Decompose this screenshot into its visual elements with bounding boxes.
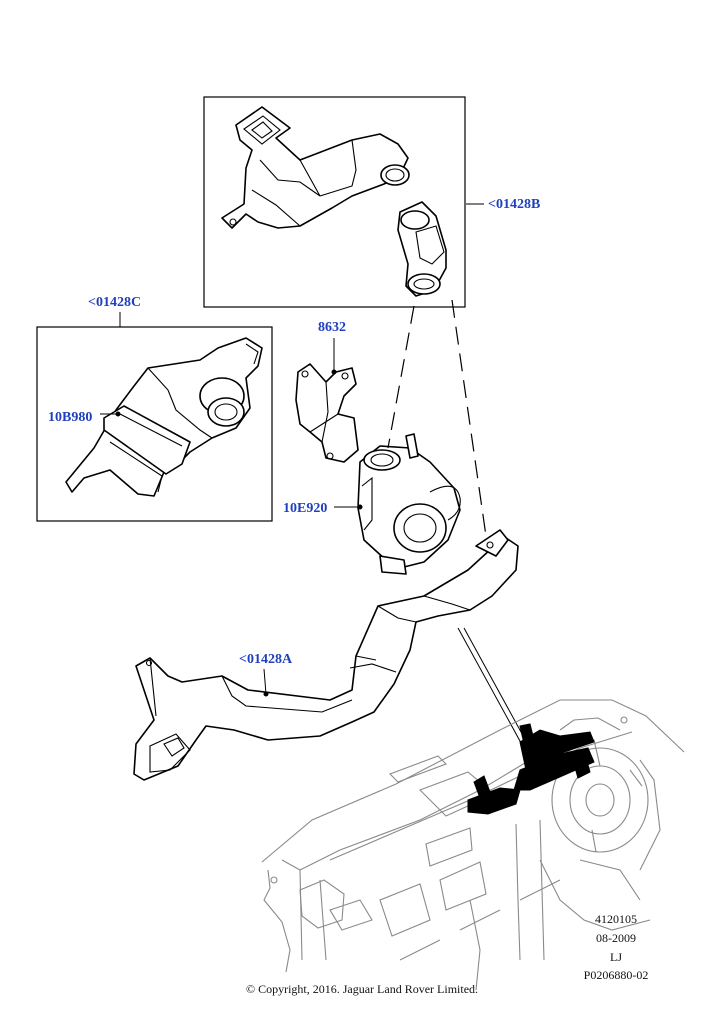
highlighted-duct-lower (467, 787, 521, 815)
illustration-number: 4120105 (595, 912, 637, 926)
detail-box-01428c (36, 326, 273, 522)
highlighted-duct-left (473, 775, 491, 799)
callout-10e920[interactable]: 10E920 (283, 501, 328, 516)
connector-line-1 (457, 627, 527, 753)
callout-01428a[interactable]: <01428A (239, 652, 293, 667)
callout-8632[interactable]: 8632 (318, 320, 346, 335)
connector-dash-right (451, 299, 487, 537)
illustration-date: 08-2009 (596, 931, 636, 945)
detail-box-01428b (203, 96, 466, 308)
duct-01428c (65, 337, 263, 497)
duct-01428a (133, 529, 519, 781)
connector-dash-left (387, 305, 415, 449)
duct-assembly-01428b (221, 106, 447, 297)
connector-line-2 (463, 627, 533, 753)
callout-01428b[interactable]: <01428B (488, 197, 541, 212)
illustration-initials: LJ (610, 950, 622, 964)
illustration-code: P0206880-02 (583, 968, 649, 982)
copyright-notice: © Copyright, 2016. Jaguar Land Rover Lim… (245, 982, 479, 996)
bracket-8632 (295, 363, 359, 463)
callout-10b980[interactable]: 10B980 (48, 410, 93, 425)
leader-lines (100, 203, 484, 697)
blower-motor-10e920 (357, 433, 461, 575)
dashboard-illustration (261, 699, 685, 991)
callout-01428c[interactable]: <01428C (88, 295, 142, 310)
